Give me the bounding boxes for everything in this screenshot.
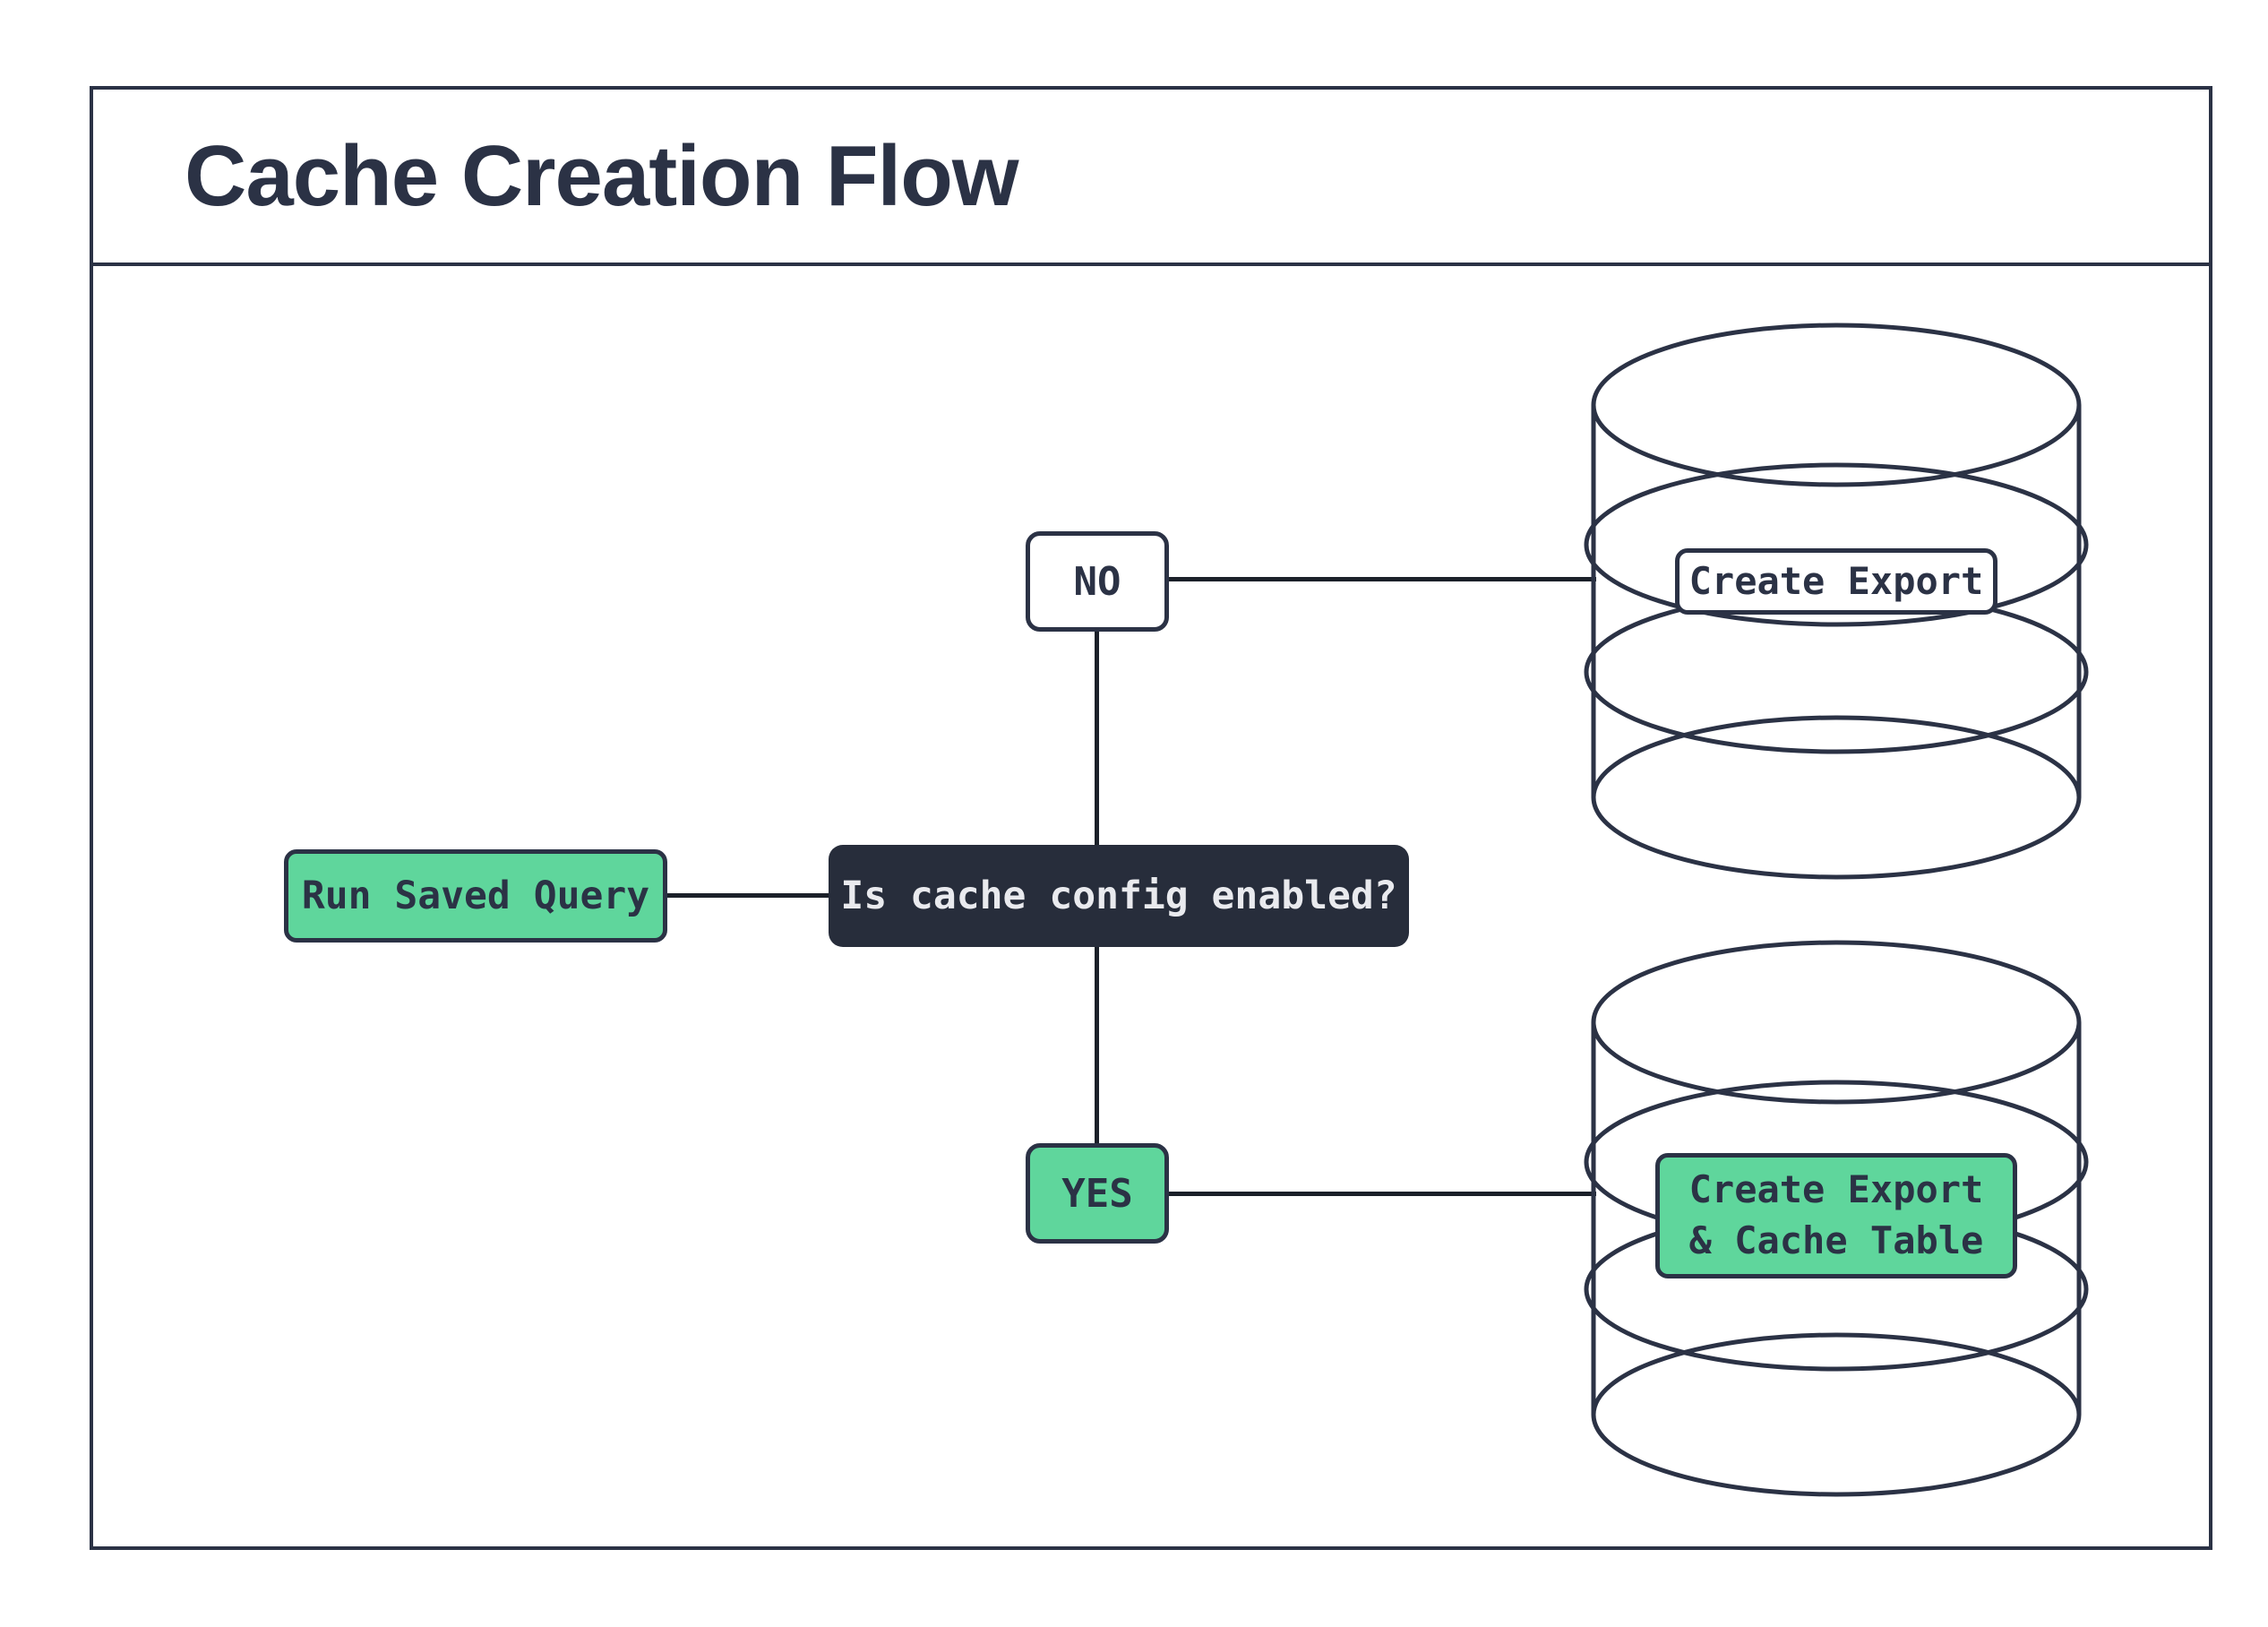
- node-no-branch-label: NO: [1073, 558, 1121, 605]
- connector-decision-to-no: [1095, 632, 1099, 845]
- node-run-saved-query-label: Run Saved Query: [301, 874, 650, 918]
- connector-no-to-database: [1169, 577, 1596, 581]
- connector-start-to-decision: [667, 893, 829, 898]
- label-create-export-text: Create Export: [1688, 558, 1984, 603]
- node-run-saved-query: Run Saved Query: [284, 849, 667, 943]
- node-yes-branch-label: YES: [1061, 1170, 1133, 1217]
- connector-yes-to-database: [1169, 1192, 1596, 1196]
- node-yes-branch: YES: [1026, 1143, 1169, 1244]
- label-create-export-cache-line2: & Cache Table: [1688, 1218, 1984, 1262]
- diagram-frame: Cache Creation Flow: [90, 86, 2212, 1550]
- node-decision: Is cache config enabled?: [829, 845, 1409, 947]
- connector-decision-to-yes: [1095, 947, 1099, 1143]
- node-no-branch: NO: [1026, 531, 1169, 632]
- diagram-title: Cache Creation Flow: [185, 127, 1018, 224]
- label-create-export-cache-line1: Create Export: [1688, 1167, 1984, 1212]
- label-create-export-cache-table: Create Export & Cache Table: [1655, 1153, 2017, 1278]
- label-create-export: Create Export: [1675, 548, 1997, 615]
- title-bar: Cache Creation Flow: [93, 90, 2209, 266]
- node-decision-label: Is cache config enabled?: [840, 874, 1397, 918]
